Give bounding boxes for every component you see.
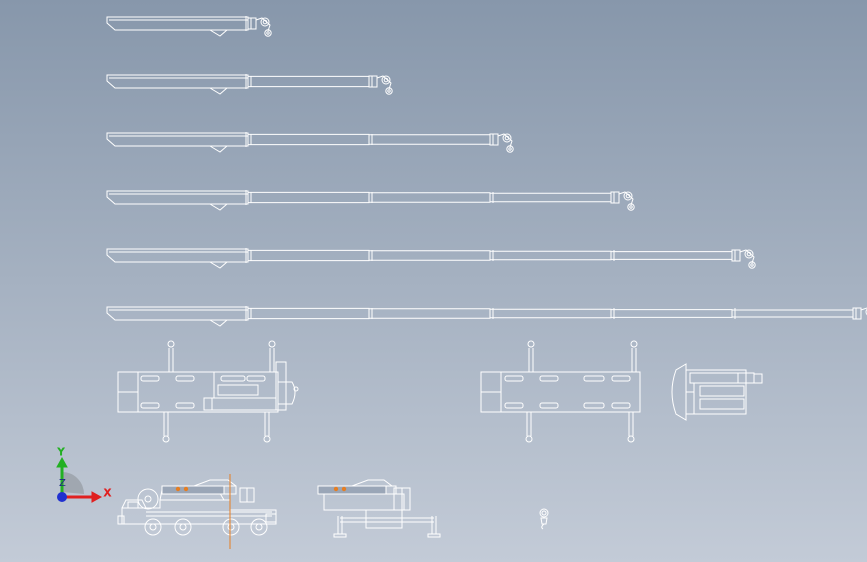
boom-view-3-sections — [107, 132, 513, 152]
x-axis-arrowhead — [92, 492, 101, 502]
side-view-truck-crane — [118, 474, 276, 549]
boom-view-5-sections — [107, 248, 755, 268]
boom-view-1-sections — [107, 16, 271, 36]
boom-view-6-sections — [107, 306, 867, 326]
hook-block — [540, 509, 548, 529]
coordinate-triad[interactable]: X Y Z — [57, 447, 112, 502]
top-view-outriggers-left — [118, 341, 298, 442]
triad-xy-plane — [62, 472, 84, 494]
z-axis-dot — [57, 492, 67, 502]
x-axis-label: X — [104, 488, 111, 499]
boom-view-4-sections — [107, 190, 634, 210]
boom-view-2-sections — [107, 74, 392, 94]
y-axis-label: Y — [57, 447, 65, 458]
side-view-crane-on-outriggers — [318, 480, 440, 537]
y-axis-arrowhead — [57, 458, 67, 467]
boom-views — [107, 16, 867, 326]
z-axis-label: Z — [59, 478, 66, 489]
top-view-outriggers-right — [481, 341, 640, 442]
top-view-superstructure — [672, 364, 762, 420]
